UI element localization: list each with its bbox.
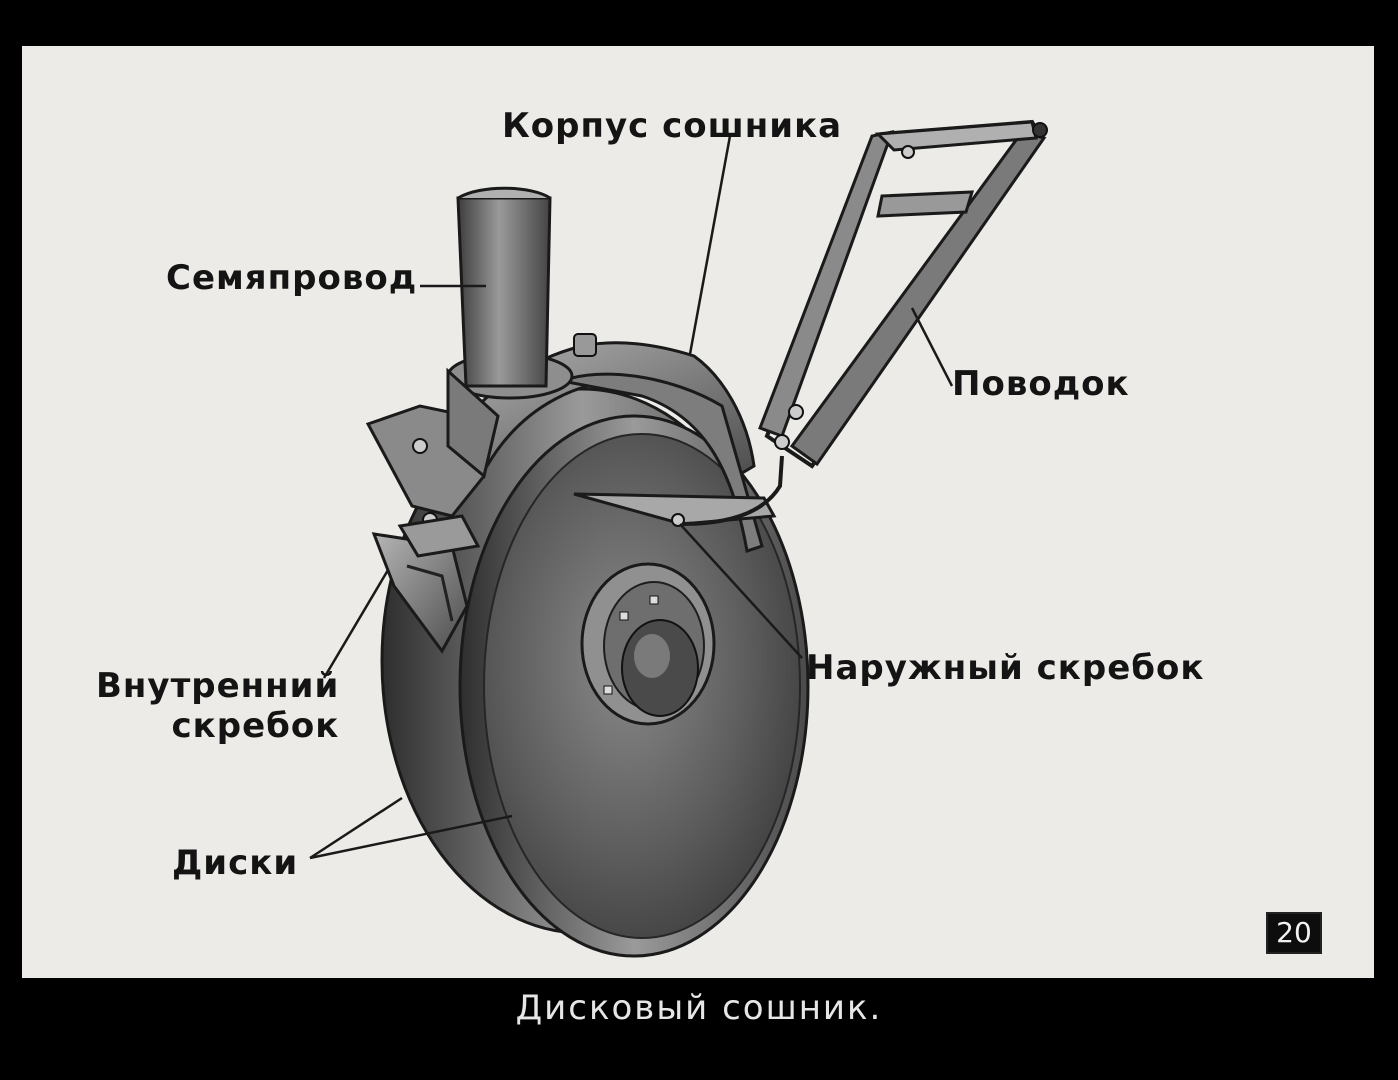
disc-coulter-illustration [309,119,1048,958]
leader-disk-back [309,796,403,860]
front-disk [458,414,810,958]
leader-body [688,135,732,355]
leader-inner-scraper [322,569,390,679]
slide-frame: Корпус сошника Семяпровод Поводок Наружн… [22,46,1374,978]
label-inner-scraper-line1: Внутренний [96,666,340,706]
label-disks: Диски [172,843,299,883]
seed-tube-part [446,186,574,479]
leader-leash [910,307,954,387]
leader-outer-scraper [679,523,803,659]
page-number: 20 [1266,912,1322,954]
label-seed-tube: Семяпровод [166,258,418,298]
leash-part [758,119,1048,469]
slide-caption: Дисковый сошник. [515,988,883,1028]
label-inner-scraper: Внутренний скребок [96,666,339,746]
label-coulter-body: Корпус сошника [502,106,843,146]
outer-scraper-part [573,455,784,527]
label-outer-scraper: Наружный скребок [806,648,1205,688]
label-inner-scraper-line2: скребок [171,706,340,746]
label-leash: Поводок [952,364,1130,404]
leader-disk-front [309,814,513,860]
leader-lines [309,135,954,860]
